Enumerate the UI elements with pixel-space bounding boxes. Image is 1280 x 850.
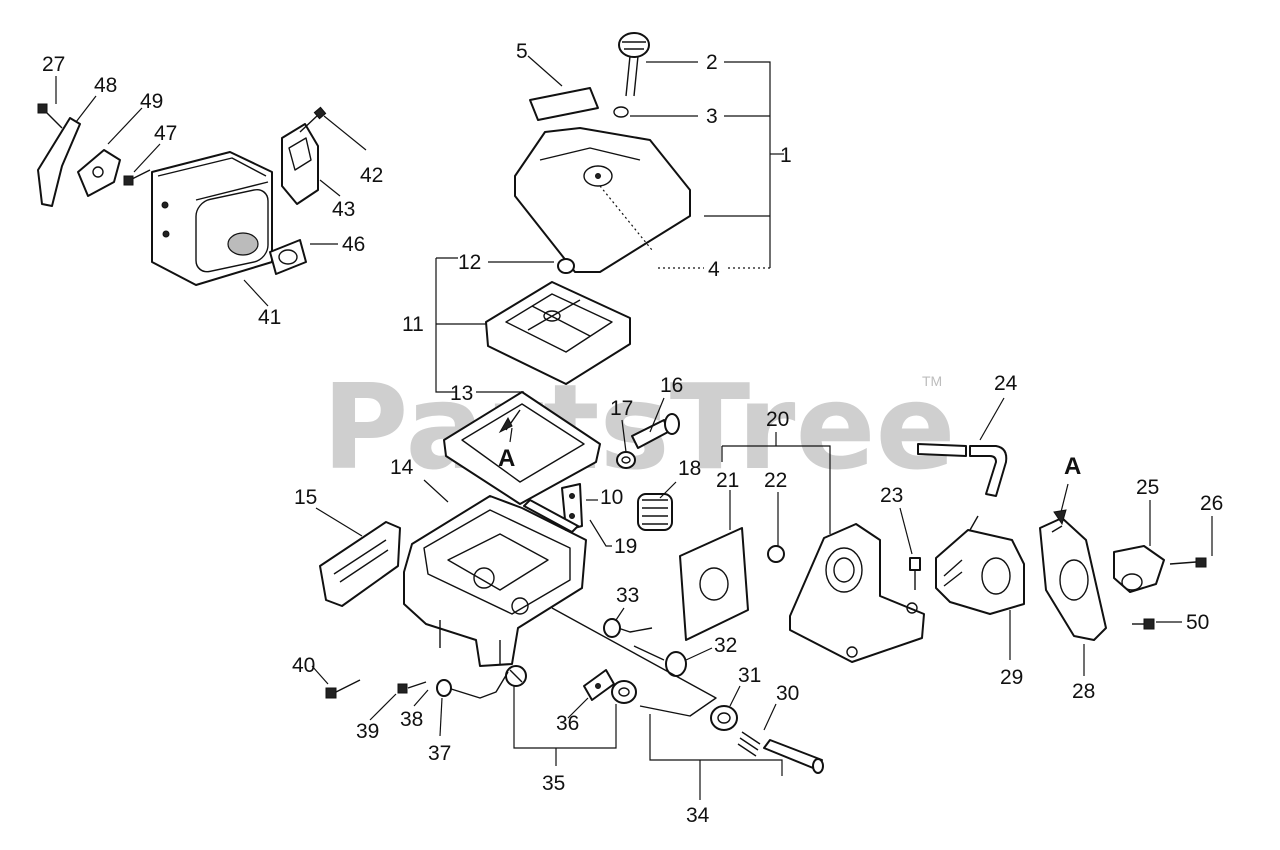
callout-21: 21 bbox=[716, 469, 739, 492]
leader-lines bbox=[55, 55, 1213, 800]
callout-40: 40 bbox=[292, 654, 315, 677]
callout-27: 27 bbox=[42, 53, 65, 76]
callout-2: 2 bbox=[706, 51, 718, 74]
callout-14: 14 bbox=[390, 456, 414, 479]
callout-23: 23 bbox=[880, 484, 903, 507]
callout-3: 3 bbox=[706, 105, 718, 128]
callout-25: 25 bbox=[1136, 476, 1159, 499]
callout-labels: 1 2 3 4 5 10 11 12 13 14 15 16 17 18 19 … bbox=[42, 40, 1223, 827]
watermark-trademark: TM bbox=[922, 373, 942, 389]
callout-41: 41 bbox=[258, 306, 281, 329]
watermark-text: PartsTree bbox=[322, 358, 956, 496]
callout-46: 46 bbox=[342, 233, 365, 256]
callout-30: 30 bbox=[776, 682, 799, 705]
callout-42: 42 bbox=[360, 164, 383, 187]
callout-38: 38 bbox=[400, 708, 423, 731]
callout-36: 36 bbox=[556, 712, 579, 735]
callout-37: 37 bbox=[428, 742, 451, 765]
callout-32: 32 bbox=[714, 634, 737, 657]
air-filter-cover-assembly bbox=[443, 32, 691, 505]
callout-35: 35 bbox=[542, 772, 565, 795]
callout-28: 28 bbox=[1072, 680, 1095, 703]
callout-20: 20 bbox=[766, 408, 789, 431]
callout-19: 19 bbox=[614, 535, 637, 558]
callout-17: 17 bbox=[610, 397, 633, 420]
reference-letter-a-left: A bbox=[498, 445, 515, 472]
callout-29: 29 bbox=[1000, 666, 1023, 689]
callout-47: 47 bbox=[154, 122, 177, 145]
callout-43: 43 bbox=[332, 198, 355, 221]
carburetor-assembly bbox=[679, 443, 1207, 663]
callout-39: 39 bbox=[356, 720, 379, 743]
callout-15: 15 bbox=[294, 486, 317, 509]
callout-48: 48 bbox=[94, 74, 117, 97]
callout-16: 16 bbox=[660, 374, 683, 397]
callout-12: 12 bbox=[458, 251, 481, 274]
callout-11: 11 bbox=[402, 313, 424, 336]
callout-18: 18 bbox=[678, 457, 701, 480]
callout-31: 31 bbox=[738, 664, 761, 687]
callout-10: 10 bbox=[600, 486, 623, 509]
reference-letter-a-right: A bbox=[1064, 453, 1081, 480]
callout-33: 33 bbox=[616, 584, 639, 607]
callout-13: 13 bbox=[450, 382, 473, 405]
callout-4: 4 bbox=[708, 258, 720, 281]
filter-base-assembly bbox=[319, 413, 824, 774]
callout-26: 26 bbox=[1200, 492, 1223, 515]
callout-34: 34 bbox=[686, 804, 710, 827]
watermark: PartsTree TM bbox=[322, 358, 956, 496]
callout-50: 50 bbox=[1186, 611, 1209, 634]
callout-49: 49 bbox=[140, 90, 163, 113]
callout-5: 5 bbox=[516, 40, 528, 63]
muffler-assembly bbox=[37, 103, 327, 286]
callout-22: 22 bbox=[764, 469, 787, 492]
callout-1: 1 bbox=[780, 144, 792, 167]
callout-24: 24 bbox=[994, 372, 1018, 395]
